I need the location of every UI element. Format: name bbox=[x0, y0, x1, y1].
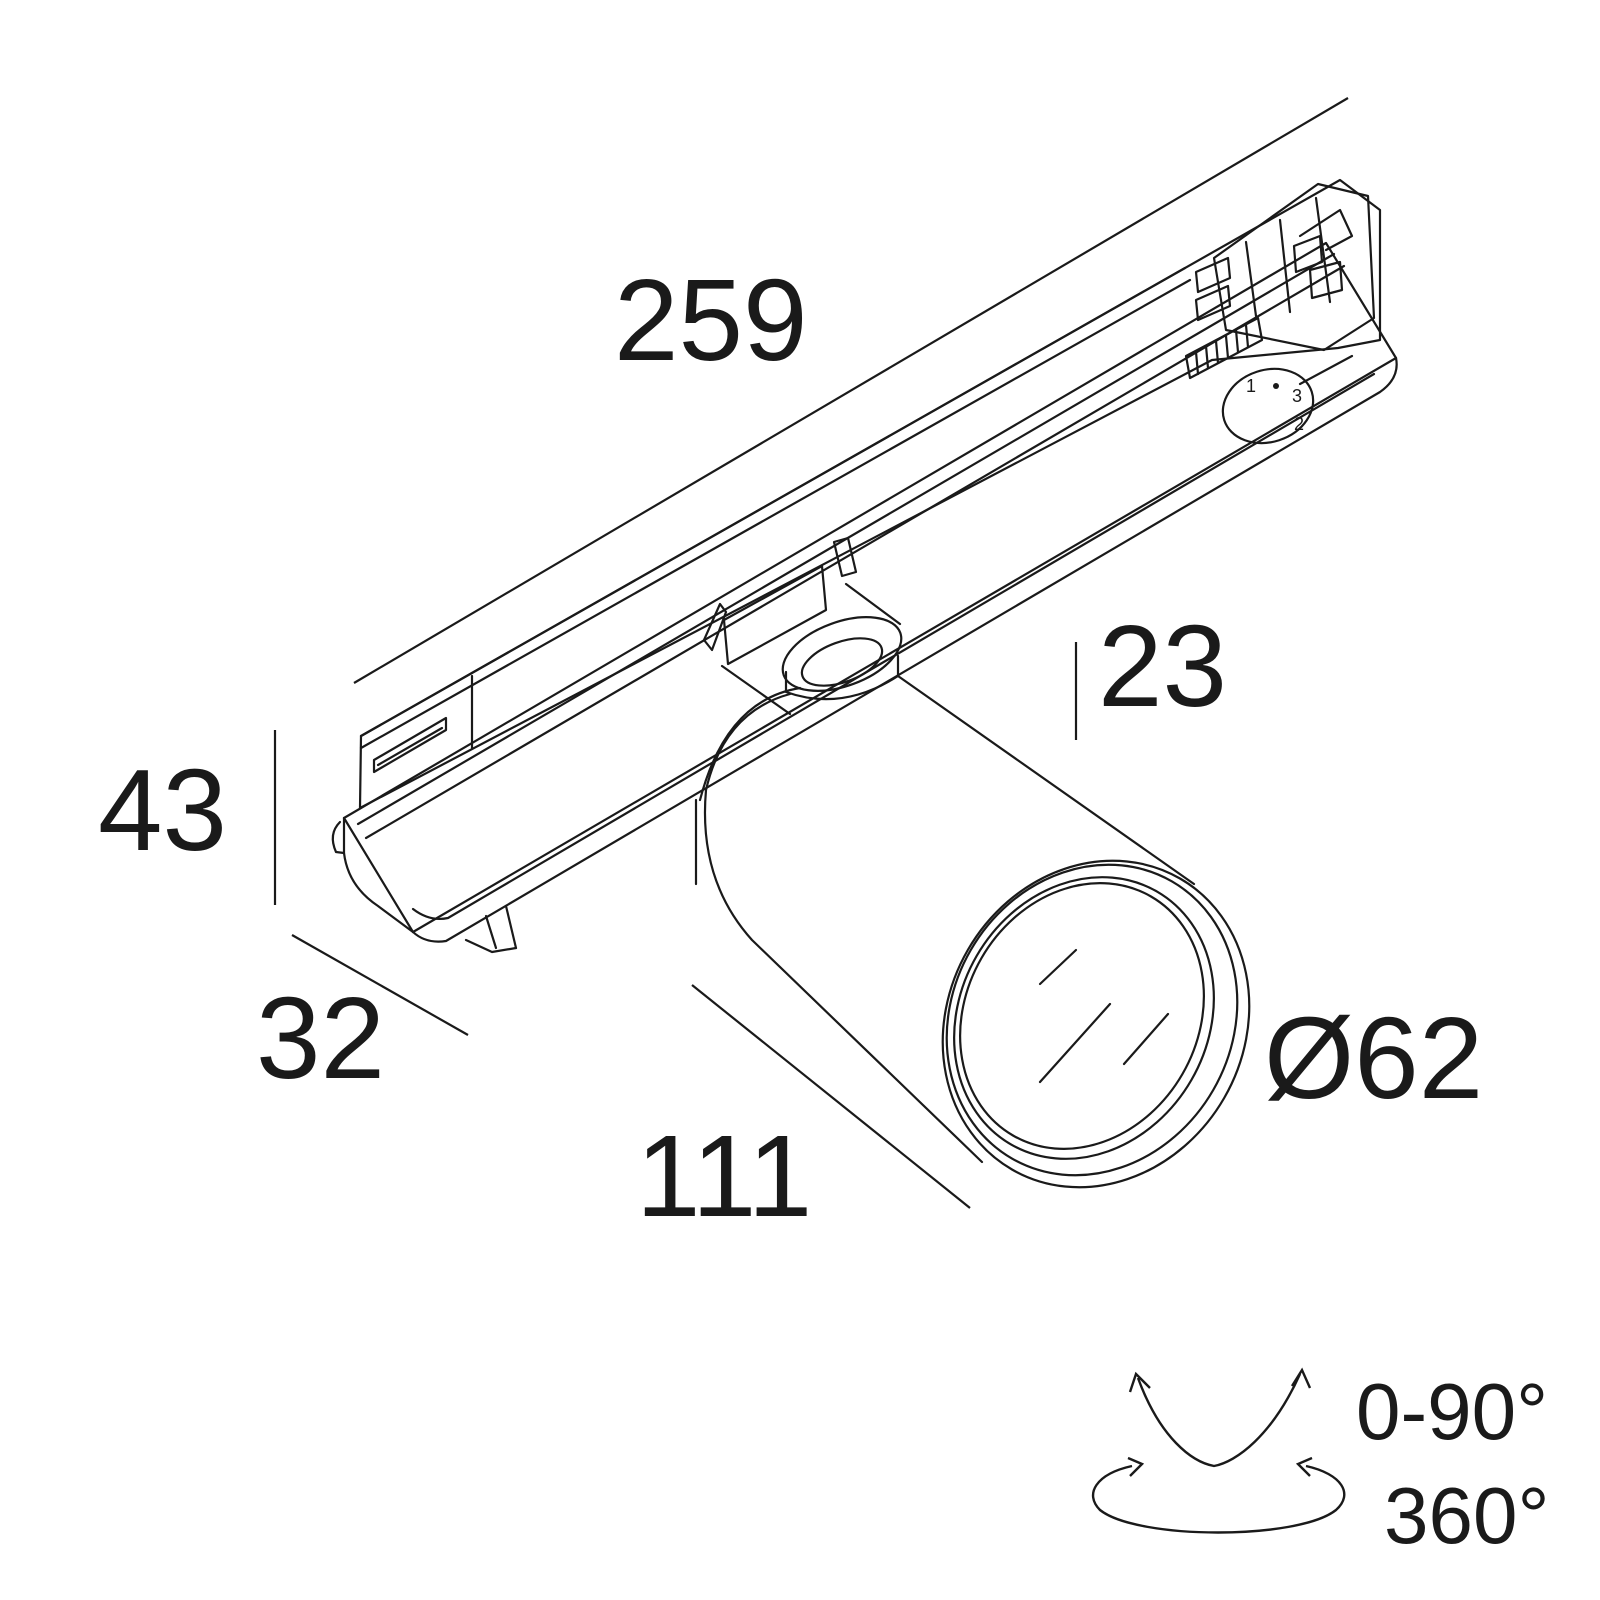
dim-line-width bbox=[291, 934, 469, 1036]
dim-line-length bbox=[353, 97, 1349, 684]
svg-text:3: 3 bbox=[1292, 386, 1302, 406]
dimension-adapter-offset: 23 bbox=[1098, 601, 1228, 731]
dim-line-body-length bbox=[691, 984, 971, 1209]
dimension-body-length: 111 bbox=[636, 1111, 813, 1241]
pan-arrowhead-right-icon bbox=[1295, 1456, 1313, 1477]
dimension-diameter: Ø62 bbox=[1264, 993, 1484, 1123]
tilt-arc-icon bbox=[1136, 1373, 1302, 1468]
pan-ellipse-icon bbox=[1091, 1464, 1346, 1534]
phase-selector-disc: 1 3 2 bbox=[1221, 354, 1354, 445]
tilt-range-label: 0-90° bbox=[1356, 1367, 1549, 1456]
ribbed-switch bbox=[1184, 316, 1264, 380]
spot-head bbox=[694, 616, 1251, 1189]
svg-text:1: 1 bbox=[1246, 376, 1256, 396]
tilt-arrowhead-left-icon bbox=[1128, 1371, 1151, 1393]
pan-range-label: 360° bbox=[1384, 1471, 1550, 1560]
dimension-height: 43 bbox=[98, 745, 228, 875]
track-adapter: 1 3 2 bbox=[331, 178, 1398, 954]
svg-text:2: 2 bbox=[1294, 414, 1304, 434]
tilt-arrowhead-right-icon bbox=[1290, 1367, 1312, 1389]
dimension-width: 32 bbox=[256, 973, 386, 1103]
pan-arrowhead-left-icon bbox=[1127, 1456, 1145, 1477]
dimension-length: 259 bbox=[614, 255, 808, 385]
